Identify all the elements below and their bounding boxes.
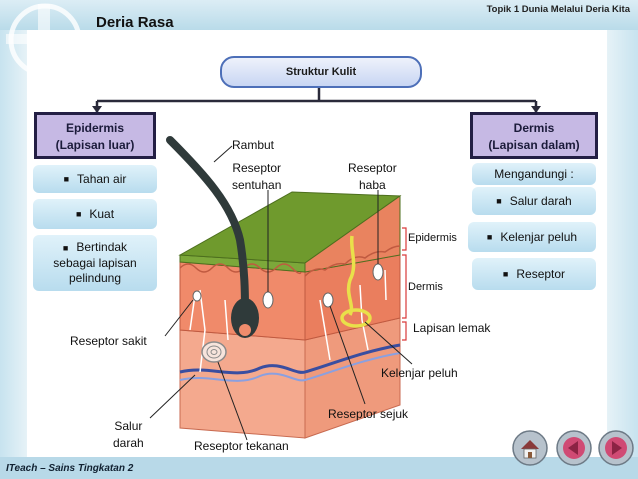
label-salur-darah: Salur darah [113, 418, 144, 452]
pointer-rambut [213, 145, 233, 163]
epidermis-layer-side [304, 195, 401, 273]
pointer-sakit [164, 299, 194, 337]
hair-shaft [166, 136, 249, 314]
blood-vessel-2 [179, 352, 401, 382]
pointer-salur [149, 374, 196, 419]
label-lapisan-lemak: Lapisan lemak [413, 321, 491, 335]
root-node-struktur-kulit: Struktur Kulit [220, 56, 422, 88]
blood-vessel [179, 343, 401, 375]
back-button[interactable] [556, 430, 592, 466]
label-rambut: Rambut [232, 138, 275, 152]
label-reseptor-sejuk: Reseptor sejuk [328, 407, 409, 421]
bracket-epidermis [402, 227, 407, 251]
sweat-gland-duct [346, 235, 356, 316]
item-label: Kelenjar peluh [500, 230, 578, 244]
item-label: Bertindak [76, 240, 128, 254]
dermis-contains-label: Mengandungi : [472, 163, 596, 185]
dermis-title: Dermis [513, 121, 555, 135]
root-label: Struktur Kulit [285, 66, 357, 78]
item-label: Kuat [89, 207, 115, 221]
label-line: darah [113, 436, 144, 450]
pointer-kelenjar [364, 321, 413, 365]
hair-bulb [231, 298, 259, 338]
label-line: Salur [114, 419, 143, 433]
item-label: Reseptor [516, 267, 566, 281]
heat-receptor [372, 263, 384, 281]
label-reseptor-sentuhan: Reseptor sentuhan [232, 160, 281, 194]
home-button[interactable] [512, 430, 548, 466]
pointer-sejuk [329, 305, 366, 405]
touch-receptor [262, 291, 274, 309]
bracket-dermis [402, 254, 407, 319]
dermis-subtitle: (Lapisan dalam) [488, 138, 580, 152]
bullet-icon: ■ [486, 232, 493, 242]
topic-title: Topik 1 Dunia Melalui Deria Kita [486, 4, 630, 15]
epidermis-item-tahan-air: ■ Tahan air [33, 165, 157, 193]
forward-icon [598, 430, 634, 466]
label-reseptor-tekanan: Reseptor tekanan [194, 439, 289, 453]
dermis-item-salur-darah: ■ Salur darah [472, 187, 596, 215]
pain-receptor [192, 290, 202, 302]
left-frame [0, 30, 27, 457]
home-icon [512, 430, 548, 466]
pointer-tekanan [217, 361, 248, 441]
label-line: sentuhan [232, 178, 282, 192]
top-bar [0, 0, 638, 30]
label-dermis: Dermis [408, 281, 443, 293]
forward-button[interactable] [598, 430, 634, 466]
label-line: haba [359, 178, 386, 192]
item-label-line3: pelindung [68, 271, 122, 285]
bullet-icon: ■ [496, 196, 502, 206]
dermis-item-kelenjar-peluh: ■ Kelenjar peluh [468, 222, 596, 252]
back-icon [556, 430, 592, 466]
bracket-lemak [402, 321, 407, 341]
epidermis-title: Epidermis [65, 121, 125, 135]
sweat-gland-coil [340, 308, 372, 328]
dermis-item-reseptor: ■ Reseptor [472, 258, 596, 290]
right-frame [607, 30, 638, 457]
label-kelenjar-peluh: Kelenjar peluh [381, 366, 458, 380]
footer-bar [0, 457, 638, 479]
pressure-receptor [201, 341, 227, 363]
label-line: Reseptor [348, 161, 397, 175]
epidermis-subtitle: (Lapisan luar) [55, 138, 135, 152]
dermis-box: Dermis (Lapisan dalam) [470, 112, 598, 159]
fat-layer [179, 329, 306, 439]
label-line: Reseptor [232, 161, 282, 175]
label-reseptor-sakit: Reseptor sakit [70, 334, 147, 348]
bullet-icon: ■ [63, 174, 70, 184]
item-label-line2: sebagai lapisan [53, 256, 137, 270]
hair-papilla [239, 324, 251, 336]
label-reseptor-haba: Reseptor haba [348, 160, 397, 194]
page-title: Deria Rasa [96, 14, 174, 31]
epidermis-item-kuat: ■ Kuat [33, 199, 157, 229]
bullet-icon: ■ [75, 209, 82, 219]
epidermis-item-pelindung: ■ Bertindak sebagai lapisan pelindung [33, 235, 157, 291]
bullet-icon: ■ [502, 269, 509, 279]
footer-text: ITeach – Sains Tingkatan 2 [6, 463, 134, 474]
label-epidermis: Epidermis [408, 232, 457, 244]
bullet-icon: ■ [62, 243, 69, 253]
item-label: Salur darah [509, 194, 572, 208]
papillae-side-line [304, 245, 401, 277]
nerve-branch [189, 289, 229, 373]
item-label: Tahan air [77, 172, 127, 186]
cold-receptor [322, 292, 334, 308]
contains-text: Mengandungi : [494, 167, 574, 181]
nerve-branch-2 [319, 269, 387, 361]
epidermis-box: Epidermis (Lapisan luar) [34, 112, 156, 159]
